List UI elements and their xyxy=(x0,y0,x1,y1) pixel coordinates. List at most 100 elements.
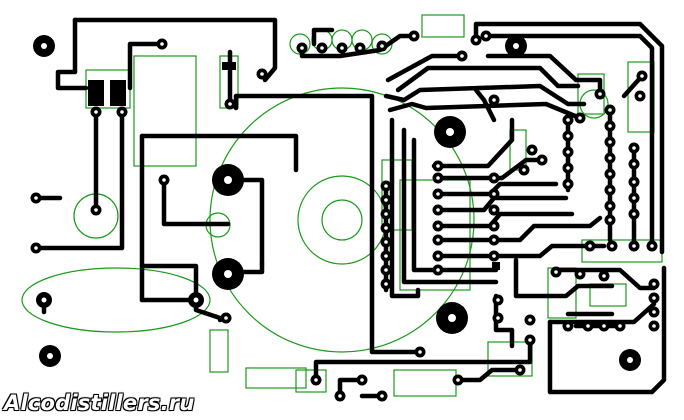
track-ic-row-1 xyxy=(389,117,421,299)
through-hole-drill-25 xyxy=(384,268,388,272)
diode-pad-2 xyxy=(110,80,126,106)
through-hole-drill-81 xyxy=(496,298,500,302)
track-right-bottom-box xyxy=(547,265,667,395)
track-top-bus xyxy=(72,17,278,83)
through-hole-drill-57 xyxy=(632,196,636,200)
track-right-inner-1 xyxy=(485,53,603,97)
through-hole-drill-39 xyxy=(492,238,496,242)
through-hole-drill-73 xyxy=(652,324,656,328)
through-hole-drill-69 xyxy=(522,168,526,172)
through-hole-drill-7 xyxy=(162,178,166,182)
through-hole-drill-32 xyxy=(436,238,440,242)
through-hole-drill-45 xyxy=(566,182,570,186)
through-hole-drill-60 xyxy=(610,244,614,248)
through-hole-drill-10 xyxy=(300,46,304,50)
through-hole-drill-64 xyxy=(638,94,642,98)
track-top-left-loop xyxy=(127,41,165,91)
through-hole-drill-63 xyxy=(640,74,644,78)
through-hole-drill-79 xyxy=(578,272,582,276)
through-hole-drill-16 xyxy=(474,38,478,42)
oval-pad-right xyxy=(188,292,204,308)
component-outline-mid-small xyxy=(509,129,527,171)
through-hole-drill-19 xyxy=(384,184,388,188)
track-mid-block-outer xyxy=(139,133,299,173)
track-big-upper xyxy=(233,93,423,355)
track-left-vert xyxy=(33,109,125,251)
terminal-large-3 xyxy=(434,116,466,148)
through-hole-drill-17 xyxy=(484,34,488,38)
through-hole-drill-89 xyxy=(518,368,522,372)
through-hole-drill-62 xyxy=(650,244,654,248)
pads-layer xyxy=(33,35,641,371)
through-hole-drill-86 xyxy=(360,378,364,382)
through-hole-drill-20 xyxy=(384,198,388,202)
track-ic-row-5 xyxy=(435,157,545,181)
through-hole-drill-13 xyxy=(358,46,362,50)
through-hole-drill-42 xyxy=(566,134,570,138)
track-right-outer-1 xyxy=(473,21,665,255)
terminal-large-1 xyxy=(212,164,244,196)
track-ic-row-8 xyxy=(435,211,575,229)
oval-pad-left xyxy=(36,292,52,308)
track-ic-row-10 xyxy=(435,243,607,259)
through-hole-drill-84 xyxy=(314,378,318,382)
terminal-large-4 xyxy=(436,302,468,334)
through-hole-drill-49 xyxy=(608,156,612,160)
through-hole-drill-50 xyxy=(608,172,612,176)
through-hole-drill-24 xyxy=(384,254,388,258)
through-hole-drill-37 xyxy=(492,208,496,212)
mounting-hole-top-right xyxy=(505,35,527,57)
component-outline-center-sub xyxy=(295,369,327,393)
through-hole-drill-22 xyxy=(384,226,388,230)
through-hole-drill-31 xyxy=(436,224,440,228)
through-hole-drill-87 xyxy=(380,394,384,398)
through-hole-drill-52 xyxy=(608,204,612,208)
through-hole-drill-5 xyxy=(34,196,38,200)
through-hole-drill-68 xyxy=(540,158,544,162)
through-hole-drill-26 xyxy=(384,282,388,286)
through-hole-drill-30 xyxy=(436,208,440,212)
track-ic-right-col xyxy=(473,87,497,123)
through-hole-drill-55 xyxy=(632,162,636,166)
through-hole-drill-71 xyxy=(652,296,656,300)
resistor-pad-top xyxy=(222,62,236,70)
through-hole-drill-85 xyxy=(338,394,342,398)
track-right-outer-2 xyxy=(483,33,655,247)
through-hole-drill-76 xyxy=(602,324,606,328)
track-right-inner-5 xyxy=(387,101,583,121)
through-hole-drill-8 xyxy=(260,72,264,76)
terminal-oval-outline xyxy=(21,267,211,333)
through-hole-drill-3 xyxy=(120,110,124,114)
track-ic-row-9 xyxy=(435,215,603,243)
track-right-inner-2 xyxy=(385,53,465,83)
through-hole-drill-27 xyxy=(436,164,440,168)
through-hole-drill-77 xyxy=(618,324,622,328)
through-hole-drill-11 xyxy=(320,46,324,50)
through-hole-drill-70 xyxy=(652,282,656,286)
through-hole-drill-72 xyxy=(652,310,656,314)
track-right-inner-3 xyxy=(395,65,581,93)
through-hole-drill-4 xyxy=(94,208,98,212)
through-hole-drill-48 xyxy=(608,140,612,144)
through-hole-drill-44 xyxy=(566,166,570,170)
component-outline-bottom-1 xyxy=(245,367,307,389)
through-hole-drill-54 xyxy=(632,146,636,150)
track-ic-row-7 xyxy=(435,195,569,213)
ic-marker-pad xyxy=(492,262,500,270)
track-bottom-right-loop xyxy=(455,367,523,383)
through-hole-drill-35 xyxy=(492,176,496,180)
through-hole-drill-6 xyxy=(34,246,38,250)
mounting-hole-bottom-left xyxy=(39,345,61,367)
through-hole-drill-40 xyxy=(492,254,496,258)
through-hole-drill-66 xyxy=(578,116,582,120)
through-hole-drill-12 xyxy=(340,46,344,50)
through-hole-drill-91 xyxy=(224,316,228,320)
through-hole-drill-9 xyxy=(228,102,232,106)
track-bottom-long xyxy=(313,337,533,383)
through-hole-drill-46 xyxy=(608,108,612,112)
through-hole-drill-29 xyxy=(436,192,440,196)
terminal-large-2 xyxy=(212,258,244,290)
through-hole-drill-80 xyxy=(602,274,606,278)
through-hole-drill-41 xyxy=(566,118,570,122)
